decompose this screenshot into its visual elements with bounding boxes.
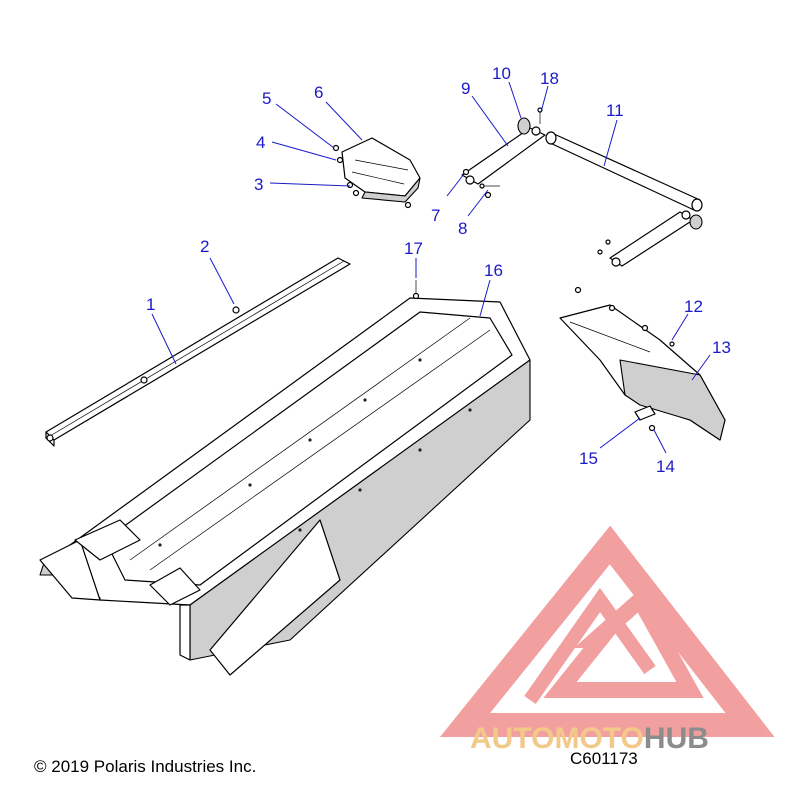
part-16-tunnel-frame (39, 297, 531, 676)
callout-6: 6 (314, 83, 323, 102)
copyright-text: © 2019 Polaris Industries Inc. (34, 757, 256, 776)
callout-17: 17 (404, 239, 423, 258)
part-10-bushing (517, 117, 531, 135)
part-2-fasteners (46, 306, 240, 442)
callout-2: 2 (200, 237, 209, 256)
callout-14: 14 (656, 457, 675, 476)
parts-3-4-5-fasteners (332, 144, 412, 209)
part-6-shield (341, 137, 421, 203)
callout-8: 8 (458, 219, 467, 238)
diagram-id: C601173 (570, 749, 638, 768)
leader-lines (151, 81, 711, 454)
parts-7-8-hardware (462, 168, 500, 199)
callout-3: 3 (254, 175, 263, 194)
callout-labels: 1 2 3 4 5 6 7 8 9 10 18 11 12 13 14 15 1… (146, 64, 731, 476)
callout-16: 16 (484, 261, 503, 280)
watermark-logo (439, 525, 775, 737)
callout-9: 9 (461, 79, 470, 98)
callout-13: 13 (712, 338, 731, 357)
callout-5: 5 (262, 89, 271, 108)
callout-1: 1 (146, 295, 155, 314)
part-12-fastener (574, 286, 675, 347)
callout-15: 15 (579, 449, 598, 468)
callout-11: 11 (606, 101, 624, 120)
part-11-cross-tube (545, 131, 703, 212)
part-9-link-arm-lower (597, 210, 703, 267)
watermark-text: AUTOMOTOHUB (470, 722, 709, 755)
part-9-link-arm (461, 126, 546, 185)
part-13-rear-flap (559, 304, 726, 441)
part-17-fastener (412, 280, 420, 300)
callout-18: 18 (540, 69, 559, 88)
callout-4: 4 (256, 133, 265, 152)
callout-7: 7 (431, 206, 440, 225)
callout-10: 10 (492, 64, 511, 83)
part-14-fastener (648, 424, 656, 432)
part-15-plate (634, 405, 656, 421)
callout-12: 12 (684, 297, 703, 316)
